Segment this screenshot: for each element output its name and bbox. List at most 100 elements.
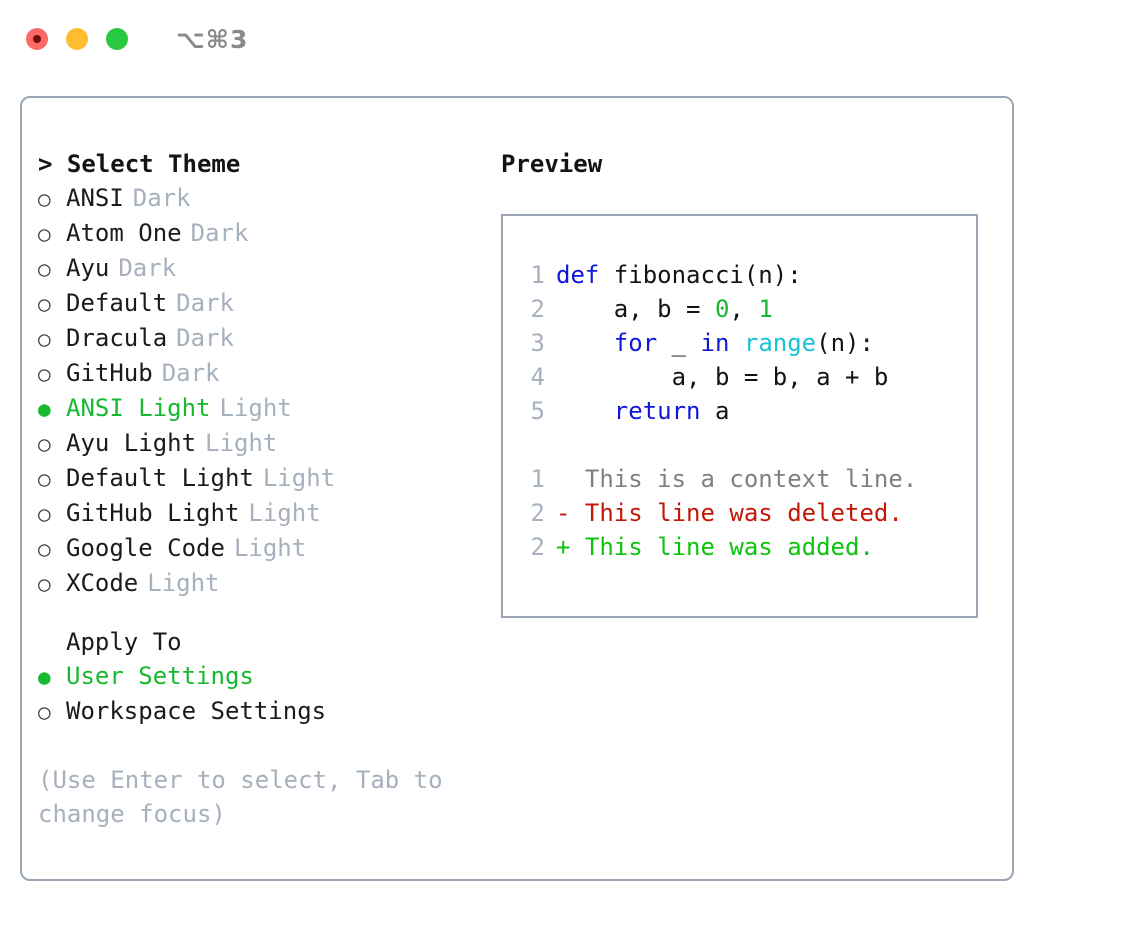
code-token-fn: range — [743, 329, 817, 357]
code-line-number: 2 — [530, 295, 545, 323]
code-line-content: return a — [556, 394, 730, 428]
diff-line: 2+ This line was added. — [515, 530, 976, 564]
code-line-number: 3 — [530, 329, 545, 357]
code-line-content: for _ in range(n): — [556, 326, 874, 360]
close-window-icon[interactable] — [26, 28, 48, 50]
theme-row[interactable]: ○ ANSI Dark — [38, 181, 492, 216]
code-line-content: a, b = b, a + b — [556, 360, 889, 394]
diff-line-number: 1 — [530, 465, 545, 493]
theme-category: Light — [233, 534, 307, 562]
diff-marker: - — [556, 499, 585, 527]
theme-name: Ayu Light — [66, 429, 197, 457]
code-line: 4 a, b = b, a + b — [515, 360, 976, 394]
theme-category: Dark — [132, 184, 191, 212]
traffic-lights — [26, 28, 128, 50]
code-line-number: 1 — [530, 261, 545, 289]
section-spacer — [38, 601, 492, 625]
radio-unselected-icon: ○ — [38, 222, 51, 246]
code-token-txt: , — [729, 295, 759, 323]
code-token-kw: in — [700, 329, 730, 357]
code-token-kw: for — [613, 329, 658, 357]
radio-unselected-icon: ○ — [38, 467, 51, 491]
preview-title: Preview — [501, 150, 603, 178]
theme-category: Light — [205, 429, 278, 457]
theme-name: Ayu — [66, 254, 110, 282]
code-line-content: def fibonacci(n): — [556, 258, 802, 292]
theme-name: ANSI — [66, 184, 124, 212]
theme-category: Light — [248, 499, 321, 527]
code-token-num: 1 — [758, 295, 773, 323]
theme-row[interactable]: ○ GitHub Light Light — [38, 496, 492, 531]
diff-marker — [556, 462, 585, 496]
minimize-window-icon[interactable] — [66, 28, 88, 50]
theme-category: Dark — [190, 219, 249, 247]
diff-text: This line was deleted. — [584, 499, 903, 527]
diff-text: This is a context line. — [584, 465, 918, 493]
theme-category: Dark — [118, 254, 177, 282]
radio-unselected-icon: ○ — [38, 362, 51, 386]
theme-row[interactable]: ○ GitHub Dark — [38, 356, 492, 391]
apply-to-list: ●User Settings ○ Workspace Settings — [38, 659, 492, 729]
radio-unselected-icon: ○ — [38, 187, 51, 211]
theme-category: Dark — [161, 359, 220, 387]
apply-to-row[interactable]: ●User Settings — [38, 659, 492, 694]
diff-sample: 1 This is a context line.2- This line wa… — [515, 462, 976, 564]
diff-text: This line was added. — [584, 533, 874, 561]
code-line-number: 4 — [530, 363, 545, 391]
code-line-content: a, b = 0, 1 — [556, 292, 773, 326]
code-token-kw: return — [613, 397, 701, 425]
code-token-txt: a, b = b, a + b — [556, 363, 889, 391]
code-line: 1 def fibonacci(n): — [515, 258, 976, 292]
radio-unselected-icon: ○ — [38, 292, 51, 316]
code-token-txt: a, b = — [556, 295, 715, 323]
theme-row[interactable]: ○ Google Code Light — [38, 531, 492, 566]
apply-to-row[interactable]: ○ Workspace Settings — [38, 694, 492, 729]
diff-marker: + — [556, 533, 585, 561]
diff-line: 2- This line was deleted. — [515, 496, 976, 530]
apply-to-label: Workspace Settings — [66, 697, 327, 725]
keyboard-hint: (Use Enter to select, Tab to change focu… — [38, 766, 458, 828]
code-token-txt: a — [700, 397, 730, 425]
theme-name: Dracula — [66, 324, 168, 352]
code-token-txt: (n): — [816, 329, 874, 357]
theme-name: GitHub — [66, 359, 153, 387]
zoom-window-icon[interactable] — [106, 28, 128, 50]
theme-category: Dark — [176, 289, 234, 317]
theme-name: Default Light — [66, 464, 254, 492]
theme-list-header: > Select Theme — [38, 150, 241, 178]
diff-line: 1 This is a context line. — [515, 462, 976, 496]
apply-to-header: Apply To — [66, 628, 182, 656]
code-line: 5 return a — [515, 394, 976, 428]
theme-row[interactable]: ○ Ayu Dark — [38, 251, 492, 286]
code-line-number: 5 — [530, 397, 545, 425]
theme-row[interactable]: ○ Default Dark — [38, 286, 492, 321]
theme-name: GitHub Light — [66, 499, 240, 527]
radio-unselected-icon: ○ — [38, 257, 51, 281]
shortcut-label: ⌥⌘3 — [176, 24, 249, 54]
code-line: 3 for _ in range(n): — [515, 326, 976, 360]
code-token-txt — [729, 329, 743, 357]
radio-selected-icon: ● — [38, 397, 51, 421]
theme-name: Default — [66, 289, 168, 317]
diff-line-number: 2 — [530, 499, 545, 527]
theme-name: Google Code — [66, 534, 225, 562]
apply-to-label: User Settings — [66, 662, 254, 690]
radio-unselected-icon: ○ — [38, 537, 51, 561]
radio-unselected-icon: ○ — [38, 502, 51, 526]
code-token-kw: def — [556, 261, 614, 289]
radio-unselected-icon: ○ — [38, 700, 51, 724]
code-token-txt — [556, 329, 614, 357]
code-line: 2 a, b = 0, 1 — [515, 292, 976, 326]
